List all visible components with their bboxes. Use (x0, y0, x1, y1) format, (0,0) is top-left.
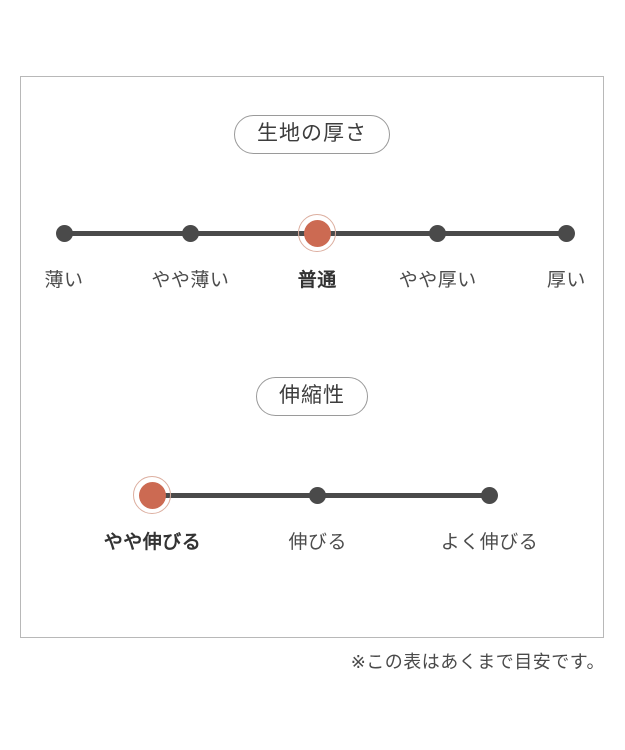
scale-dot (55, 224, 73, 242)
scale-node-label-selected: やや伸びる (103, 532, 202, 553)
scale-dot (181, 224, 199, 242)
section-title-wrap: 生地の厚さ (21, 115, 603, 154)
scale-dot (429, 224, 447, 242)
scale-dot (309, 486, 327, 504)
scale-section-stretch: 伸縮性 やや伸びる 伸びる よく伸びる (21, 377, 603, 570)
scale-dot (481, 486, 498, 504)
scale-node-label: やや厚い (398, 270, 477, 291)
scale-node-label: やや薄い (151, 270, 230, 291)
section-title-thickness: 生地の厚さ (234, 115, 390, 154)
scale-dot-selected (303, 219, 331, 247)
section-title-stretch: 伸縮性 (256, 377, 368, 416)
scale-dot-selected (139, 481, 167, 509)
scale-dot (557, 224, 575, 242)
selected-halo-ring (133, 475, 172, 514)
section-title-wrap: 伸縮性 (21, 377, 603, 416)
selected-halo-ring (297, 213, 336, 252)
scale-node-label: 薄い (44, 270, 84, 291)
scale-node-label-selected: 普通 (297, 270, 337, 291)
scale-track-stretch: やや伸びる 伸びる よく伸びる (21, 458, 603, 570)
footnote-disclaimer: ※この表はあくまで目安です。 (350, 652, 605, 672)
fabric-spec-card: 生地の厚さ 薄い やや薄い 普通 やや厚い (20, 76, 604, 638)
scale-node-label: 伸びる (288, 532, 348, 553)
scale-node-label: 厚い (546, 270, 586, 291)
scale-section-thickness: 生地の厚さ 薄い やや薄い 普通 やや厚い (21, 115, 603, 308)
scale-track-thickness: 薄い やや薄い 普通 やや厚い 厚い (21, 196, 603, 308)
scale-node-label: よく伸びる (440, 532, 539, 553)
